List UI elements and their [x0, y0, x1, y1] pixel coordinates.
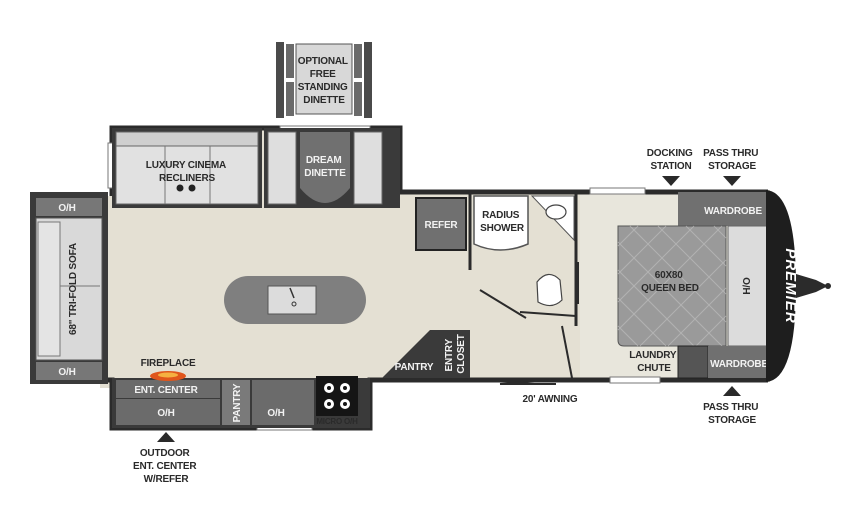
bedroom: WARDROBE 60X80 QUEEN BED H/O WARDROBE LA… — [617, 192, 770, 379]
drain-icon — [291, 301, 297, 307]
sofa-label: 68" TRI-FOLD SOFA — [68, 243, 79, 335]
entry-door: 20' AWNING — [499, 379, 578, 405]
refer-label: REFER — [425, 220, 459, 231]
oh-top-left-label: O/H — [58, 203, 75, 214]
dream-dinette-label: DREAM DINETTE — [304, 155, 346, 179]
recliners: LUXURY CINEMA RECLINERS — [112, 128, 262, 208]
laundry-chute-label: LAUNDRY CHUTE — [629, 350, 679, 374]
optional-dinette-label: OPTIONAL FREE STANDING DINETTE — [298, 56, 350, 106]
sink-icon — [545, 204, 567, 220]
ent-center-oh-label: O/H — [157, 408, 174, 419]
bathroom: RADIUS SHOWER — [468, 190, 579, 379]
kitchen-island — [224, 276, 366, 324]
kitchen-slide: ENT. CENTER O/H PANTRY O/H MICRO O/H — [112, 376, 370, 428]
arrow-up-icon — [723, 386, 741, 396]
pantry-vertical-label: PANTRY — [232, 383, 243, 422]
microwave-label: MICRO O/H — [316, 417, 358, 426]
shower-label: RADIUS SHOWER — [480, 210, 525, 234]
arrow-up-icon — [157, 432, 175, 442]
callouts: DOCKING STATION PASS THRU STORAGE PASS T… — [133, 148, 761, 485]
bed-oh-label: H/O — [742, 277, 753, 295]
entry-closet-label: ENTRY CLOSET — [444, 334, 467, 373]
cupholder-icon — [188, 184, 196, 192]
dream-dinette: DREAM DINETTE — [264, 128, 400, 208]
ent-center-label: ENT. CENTER — [134, 385, 198, 396]
rear-sofa-area: O/H 68" TRI-FOLD SOFA O/H — [30, 192, 108, 384]
pass-thru-bottom-label: PASS THRU STORAGE — [703, 402, 761, 426]
refrigerator: REFER — [415, 197, 467, 251]
cupholder-icon — [176, 184, 184, 192]
brand-logo-label: PREMIER — [782, 248, 799, 323]
awning-label: 20' AWNING — [522, 394, 577, 405]
oh-bottom-left-label: O/H — [58, 367, 75, 378]
optional-dinette: OPTIONAL FREE STANDING DINETTE — [276, 42, 372, 118]
hitch-icon — [796, 274, 828, 298]
recliners-label: LUXURY CINEMA RECLINERS — [146, 160, 228, 184]
stove — [316, 376, 358, 416]
outdoor-ent-label: OUTDOOR ENT. CENTER W/REFER — [133, 448, 199, 485]
arrow-down-icon — [723, 176, 741, 186]
arrow-down-icon — [662, 176, 680, 186]
kitchen-oh-label: O/H — [267, 408, 284, 419]
pass-thru-top-label: PASS THRU STORAGE — [703, 148, 761, 172]
front-cap: PREMIER — [766, 190, 831, 382]
pantry-entry-closet: PANTRY ENTRY CLOSET — [382, 330, 470, 378]
wardrobe-top-label: WARDROBE — [704, 206, 762, 217]
bed-label: 60X80 QUEEN BED — [641, 270, 699, 294]
fireplace: FIREPLACE — [141, 358, 196, 381]
pantry-label: PANTRY — [395, 362, 434, 373]
fireplace-label: FIREPLACE — [141, 358, 196, 369]
docking-station-label: DOCKING STATION — [647, 148, 695, 172]
wardrobe-bottom-label: WARDROBE — [710, 359, 768, 370]
toilet-icon — [536, 273, 563, 307]
